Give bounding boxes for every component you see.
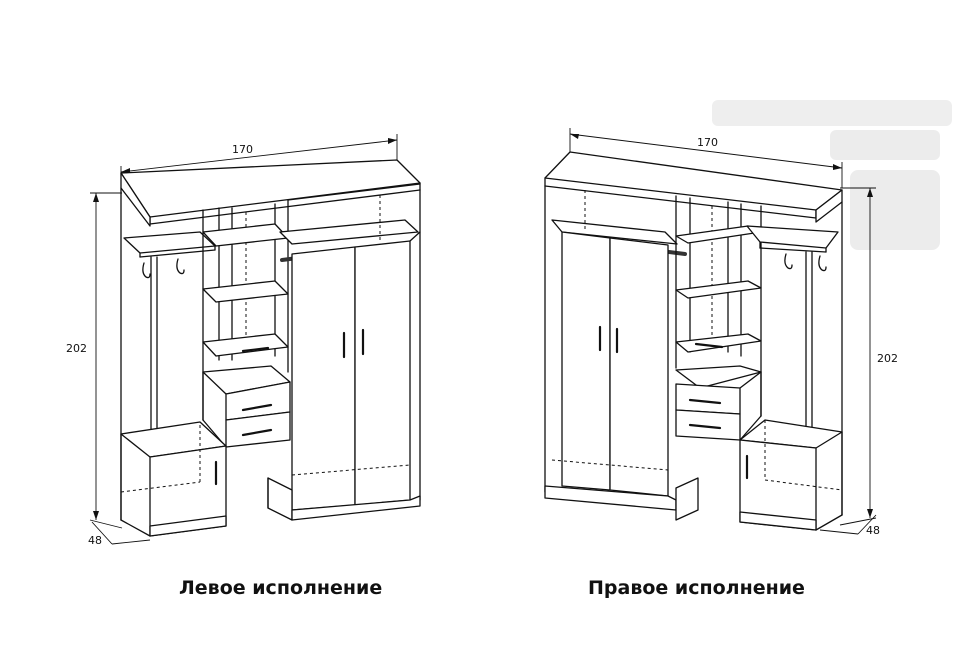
left-height-dimension: 202 bbox=[66, 192, 123, 529]
left-height-label: 202 bbox=[66, 342, 87, 355]
left-variant-drawing: 170 202 48 bbox=[66, 134, 421, 547]
right-height-label: 202 bbox=[877, 352, 898, 365]
right-width-dimension: 170 bbox=[569, 128, 843, 188]
right-depth-label: 48 bbox=[866, 524, 880, 537]
left-depth-dimension: 48 bbox=[88, 521, 151, 547]
right-variant-drawing: 170 202 48 bbox=[544, 100, 952, 537]
left-variant-caption: Левое исполнение bbox=[179, 577, 383, 599]
right-variant-caption: Правое исполнение bbox=[588, 577, 805, 599]
right-height-dimension: 202 bbox=[839, 187, 898, 526]
right-width-label: 170 bbox=[697, 136, 718, 149]
left-width-dimension: 170 bbox=[120, 134, 398, 192]
left-width-label: 170 bbox=[232, 143, 253, 156]
left-depth-label: 48 bbox=[88, 534, 102, 547]
watermark bbox=[712, 100, 952, 250]
right-depth-dimension: 48 bbox=[819, 514, 880, 537]
